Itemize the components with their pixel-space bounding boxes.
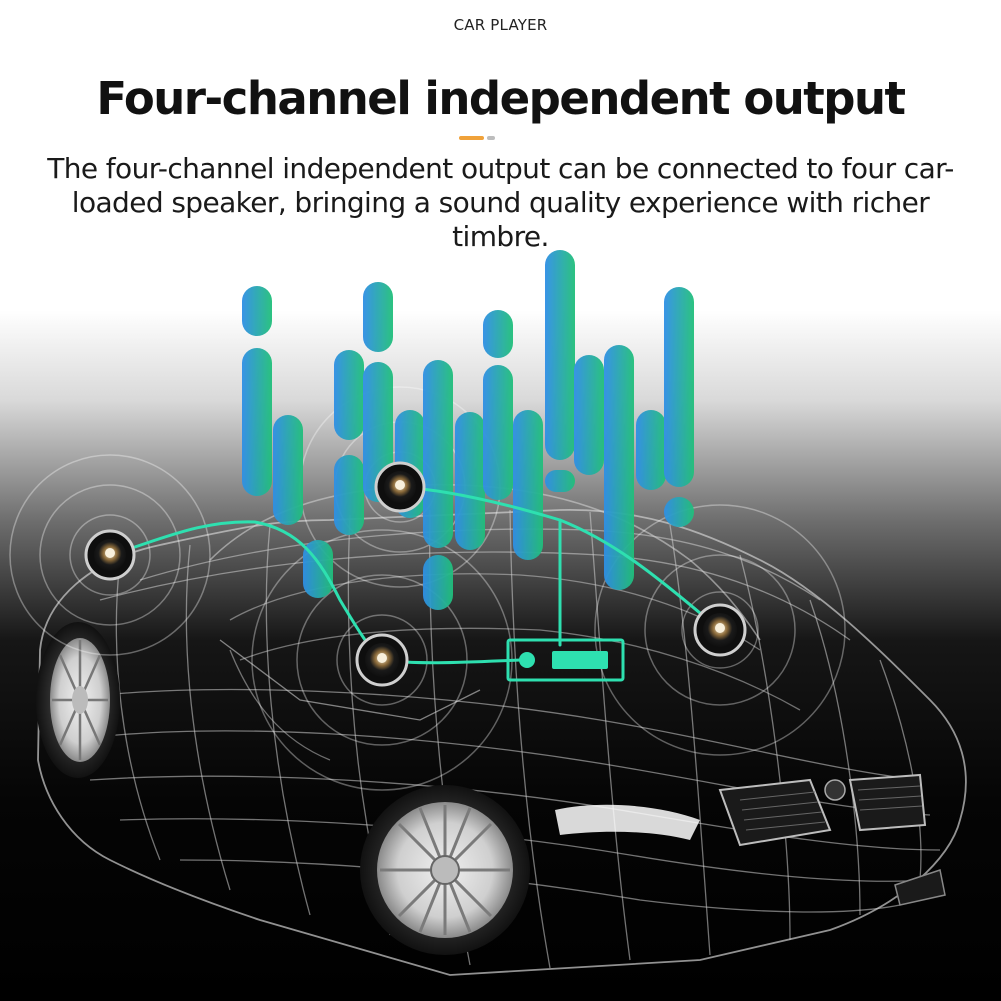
rear-wheel-icon <box>36 622 120 778</box>
page-description: The four-channel independent output can … <box>47 152 954 253</box>
brand-label: CAR PLAYER <box>453 16 548 34</box>
page-title: Four-channel independent output <box>96 72 906 125</box>
title-underline <box>459 136 495 140</box>
head-unit-icon <box>506 638 625 682</box>
speaker-icon-front-left <box>355 633 409 687</box>
car-front-details <box>555 773 946 906</box>
speaker-icon-rear-left <box>84 529 136 581</box>
speaker-icon-rear-center <box>374 461 426 513</box>
front-wheel-icon <box>360 785 530 955</box>
speaker-icon-front-right <box>693 603 747 657</box>
